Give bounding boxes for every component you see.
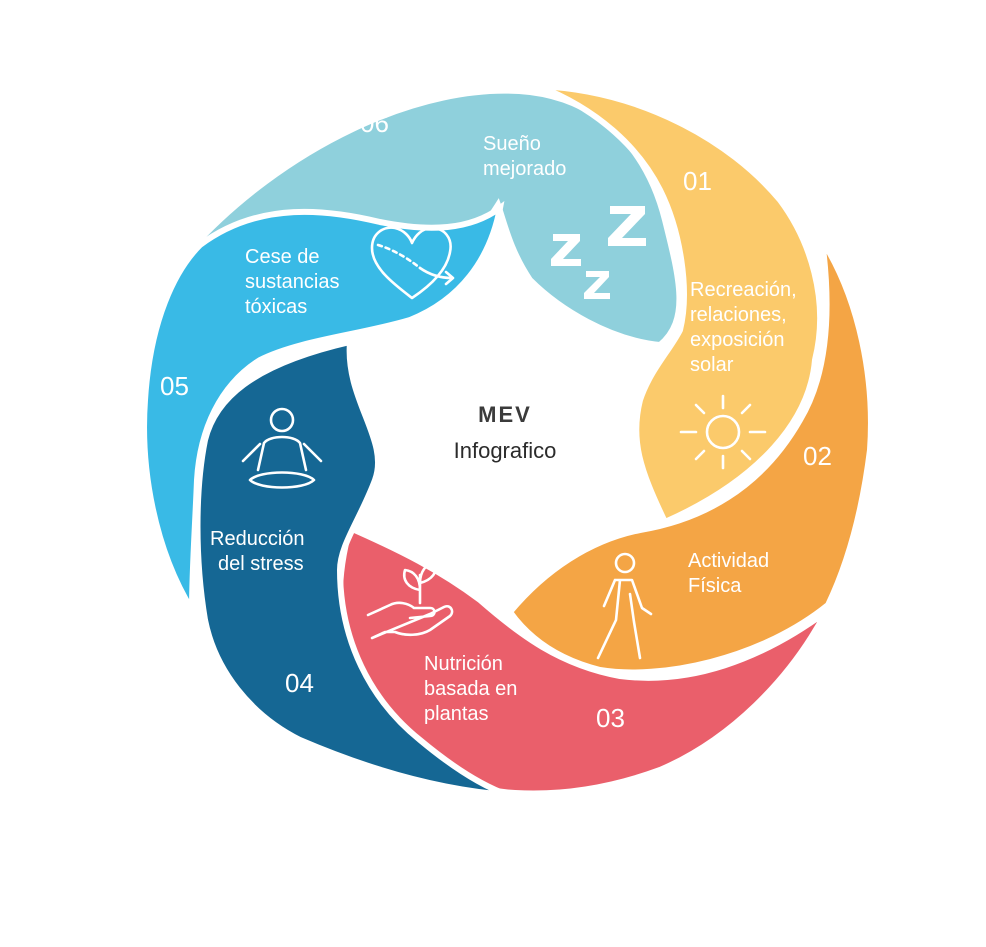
segment-number-01: 01	[683, 166, 712, 196]
segment-number-06: 06	[360, 108, 389, 138]
sun-icon	[679, 394, 767, 470]
segment-label-06: Sueño mejorado	[483, 133, 566, 180]
hand-plant-icon	[366, 560, 454, 640]
center-title: MEV	[478, 402, 532, 427]
segment-number-03: 03	[596, 703, 625, 733]
meditation-icon	[241, 407, 323, 489]
segment-01	[536, 83, 824, 526]
heart-icon	[370, 226, 455, 300]
segment-label-01: Recreación, relaciones, exposición solar	[690, 279, 802, 376]
segment-label-05: Cese de sustancias tóxicas	[245, 246, 345, 318]
segment-label-03: Nutrición basada en plantas	[424, 653, 523, 725]
segment-number-05: 05	[160, 371, 189, 401]
segment-05	[141, 201, 505, 621]
segment-label-04: Reducción del stress	[210, 528, 310, 575]
center-subtitle: Infografico	[454, 438, 557, 463]
sleep-zzz-icon	[551, 206, 646, 299]
segment-04	[194, 338, 510, 798]
segment-number-04: 04	[285, 668, 314, 698]
segment-label-02: Actividad Física	[688, 550, 775, 597]
walking-person-icon	[596, 552, 653, 660]
segment-number-02: 02	[803, 441, 832, 471]
